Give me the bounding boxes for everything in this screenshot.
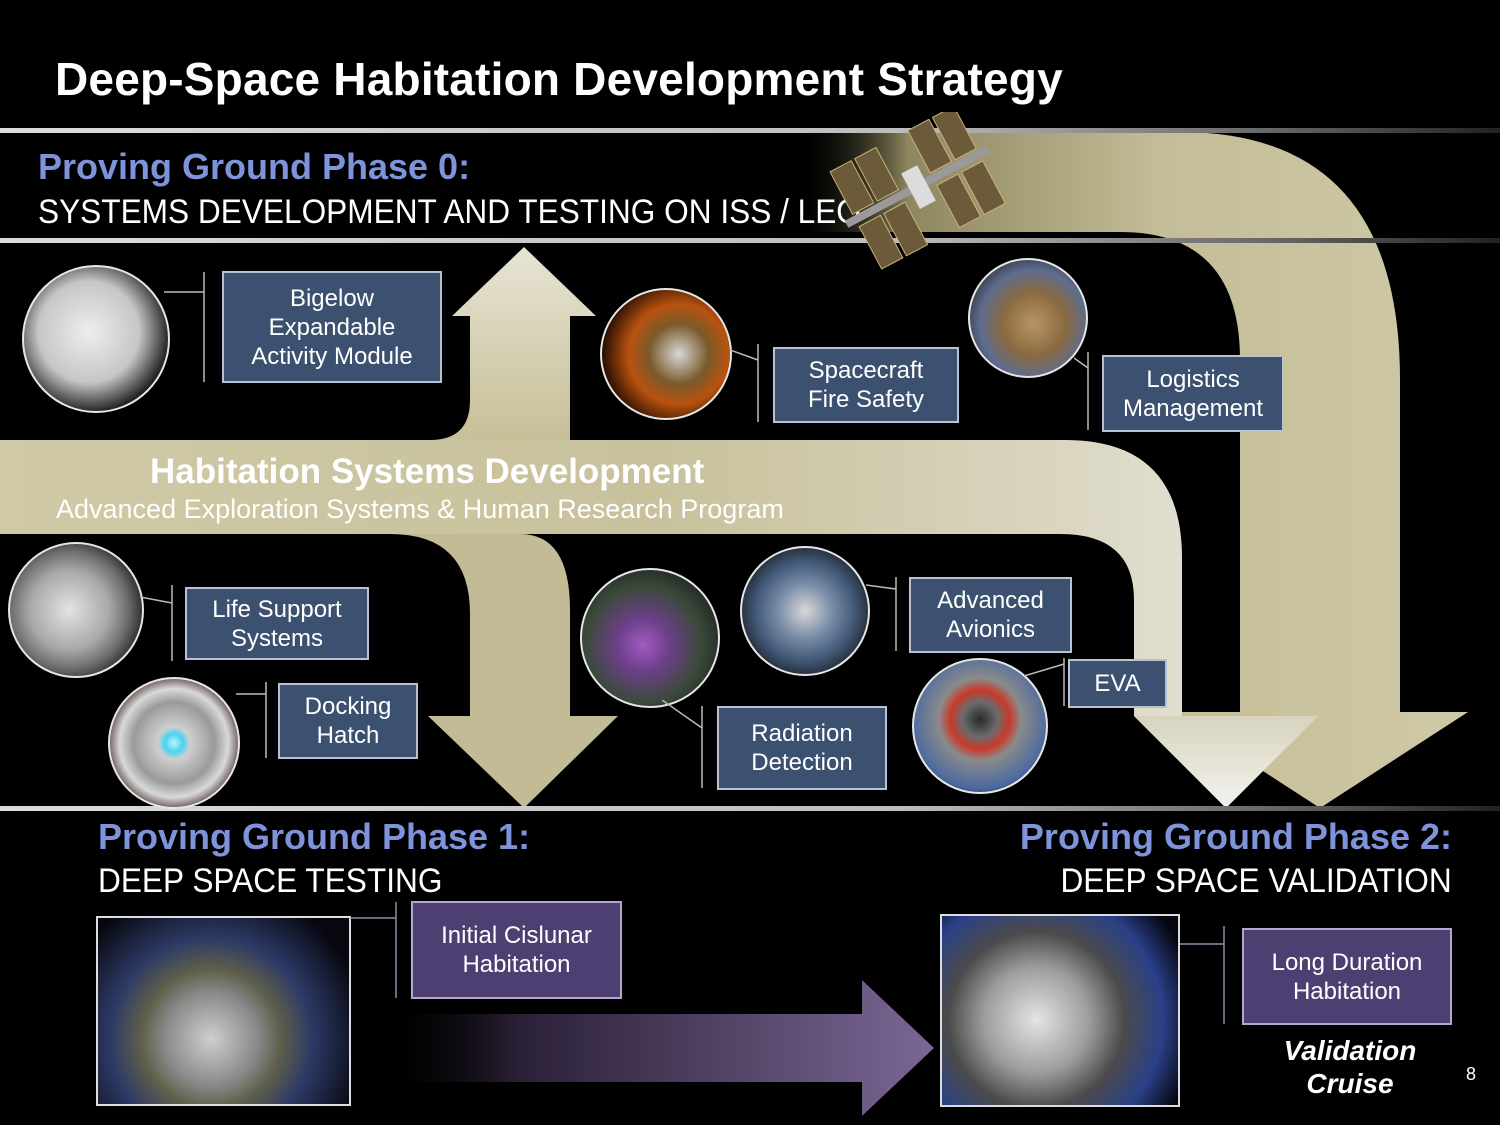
long-duration-label-box: Long Duration Habitation [1242,928,1452,1025]
long-duration-habitat-image [940,914,1180,1107]
page-number: 8 [1466,1064,1477,1084]
phase1-to-phase2-arrow [378,980,934,1116]
life-support-connector [140,585,173,661]
habitation-subtitle: Advanced Exploration Systems & Human Res… [56,494,784,524]
page-title: Deep-Space Habitation Development Strate… [55,53,1063,105]
validation-cruise-label: Validation Cruise [1283,1035,1417,1099]
life-support-image [8,542,144,678]
logistics-connector [1074,352,1089,430]
beam-module-image [22,265,170,413]
rule-top [0,128,1500,133]
cislunar-connector [350,902,397,998]
rule-phase0-bottom [0,238,1500,243]
radiation-label-box: Radiation Detection [717,706,887,790]
phase0-to-phase2-arrow [450,132,1468,808]
beam-connector [164,272,205,382]
fire-safety-label-box: Spacecraft Fire Safety [773,347,959,423]
down-arrow-to-phase1 [0,534,618,808]
phase2-heading: Proving Ground Phase 2: [1019,816,1452,857]
phase1-subtitle: DEEP SPACE TESTING [98,862,443,900]
habitation-title: Habitation Systems Development [150,452,705,491]
fire-connector [730,344,759,422]
phase0-heading: Proving Ground Phase 0: [38,146,471,187]
docking-connector [236,682,267,758]
life-support-label-box: Life Support Systems [185,587,369,660]
logistics-image [968,258,1088,378]
docking-label-box: Docking Hatch [278,683,418,759]
long-duration-connector [1180,926,1225,1024]
cislunar-habitat-image [96,916,351,1106]
avionics-connector [866,577,897,651]
radiation-connector [662,700,703,788]
phase1-heading: Proving Ground Phase 1: [98,816,531,857]
eva-label-box: EVA [1068,659,1167,708]
beam-label-box: Bigelow Expandable Activity Module [222,271,442,383]
eva-connector [1024,658,1065,706]
radiation-image [580,568,720,708]
fire-safety-image [600,288,732,420]
cislunar-label-box: Initial Cislunar Habitation [411,901,622,999]
rule-phase1-top [0,806,1500,811]
phase2-subtitle: DEEP SPACE VALIDATION [1060,862,1452,900]
avionics-image [740,546,870,676]
iss-station-icon [829,112,1006,270]
avionics-label-box: Advanced Avionics [909,577,1072,653]
docking-hatch-image [108,677,240,809]
logistics-label-box: Logistics Management [1102,355,1284,432]
up-arrow-to-phase0 [430,247,596,440]
phase0-subtitle: SYSTEMS DEVELOPMENT AND TESTING ON ISS /… [38,193,861,231]
eva-suit-image [912,658,1048,794]
habitation-band [0,440,1318,808]
